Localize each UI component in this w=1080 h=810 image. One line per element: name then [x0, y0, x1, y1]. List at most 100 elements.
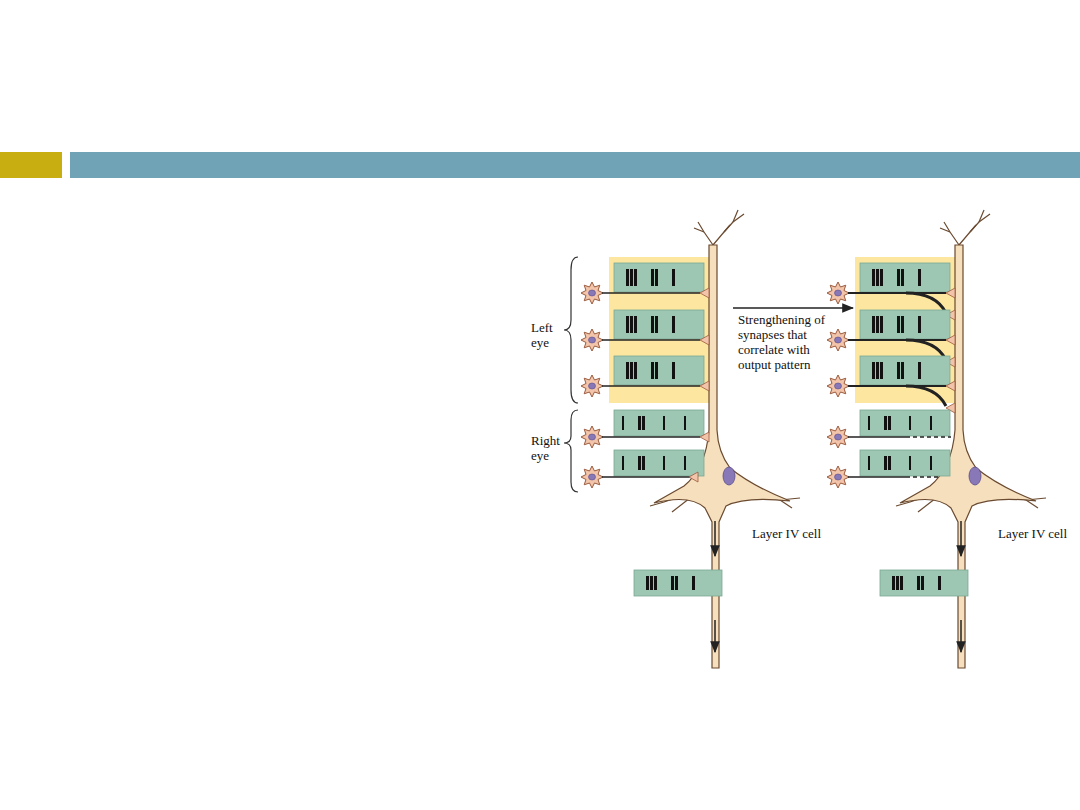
eye-label: Left eye [531, 321, 565, 351]
spike [876, 269, 879, 286]
spike-train-box [634, 570, 722, 596]
spike [921, 576, 924, 590]
input-neuron [827, 282, 849, 304]
spike [897, 316, 900, 333]
transition-arrow [733, 307, 853, 309]
spike [638, 416, 641, 430]
cell-nucleus [723, 467, 735, 485]
axon [602, 339, 700, 340]
spike [938, 576, 941, 590]
spike [901, 269, 904, 286]
spike [651, 316, 654, 333]
spike-train-box [860, 263, 950, 292]
synaptic-terminal [946, 335, 955, 345]
input-neuron [827, 375, 849, 397]
spike [646, 576, 649, 590]
spike [900, 576, 903, 590]
nucleus [589, 337, 596, 343]
spike [880, 316, 883, 333]
dendrite-branch [940, 228, 950, 232]
spike [872, 316, 875, 333]
spike-train-box [614, 410, 704, 436]
spike [692, 576, 695, 590]
spike [876, 316, 879, 333]
synaptic-terminal [700, 335, 709, 345]
left-eye-bracket [564, 257, 578, 403]
axon [848, 385, 946, 387]
spike [684, 416, 686, 430]
synaptic-terminal [700, 432, 709, 442]
spike [663, 456, 665, 470]
cell-label: Layer IV cell [998, 527, 1067, 542]
nucleus [589, 474, 596, 480]
spike [918, 362, 921, 379]
retracted-axon [906, 476, 941, 477]
input-neuron [827, 466, 849, 488]
spike [880, 362, 883, 379]
spike [626, 316, 629, 333]
spike [884, 456, 887, 470]
spike [655, 362, 658, 379]
spike [675, 576, 678, 590]
spike [626, 362, 629, 379]
output-arrow [960, 521, 962, 556]
spike [638, 456, 641, 470]
spike [918, 316, 921, 333]
spike-train-box [860, 356, 950, 385]
dendrite-branch [1026, 500, 1038, 508]
nucleus [835, 434, 842, 440]
synaptic-terminal [700, 288, 709, 298]
spike [909, 456, 911, 470]
nucleus [835, 290, 842, 296]
cell-nucleus [969, 467, 981, 485]
dendrite-branch [694, 228, 704, 232]
spike [630, 269, 633, 286]
spike [663, 416, 665, 430]
spike-train-box [860, 410, 950, 436]
spike [651, 362, 654, 379]
nucleus [589, 383, 596, 389]
spike [930, 456, 932, 470]
panel [581, 210, 800, 668]
spike [872, 362, 875, 379]
right-eye-bracket [564, 410, 578, 492]
output-arrow [960, 620, 962, 652]
spike [626, 269, 629, 286]
spike [672, 316, 675, 333]
axon [602, 436, 700, 437]
dendrite-branch [959, 214, 990, 245]
spike [868, 416, 870, 430]
spike [655, 316, 658, 333]
header-accent [0, 152, 62, 178]
correlated-highlight [855, 257, 955, 403]
spike [634, 316, 637, 333]
dendrite-branch [713, 214, 744, 245]
spike [930, 416, 932, 430]
output-arrow [714, 521, 716, 556]
spike [876, 362, 879, 379]
spike [892, 576, 895, 590]
dendrite-branch [970, 225, 976, 232]
input-neuron [827, 426, 849, 448]
input-neuron [581, 282, 603, 304]
input-neuron [827, 329, 849, 351]
spike [872, 269, 875, 286]
spike [918, 269, 921, 286]
synaptic-terminal [946, 288, 955, 298]
spike [630, 362, 633, 379]
spike [888, 456, 891, 470]
spike-train-box [860, 310, 950, 339]
spike [622, 456, 624, 470]
spike [897, 362, 900, 379]
spike-train-box [860, 450, 950, 476]
spike [909, 416, 911, 430]
axon [848, 476, 906, 477]
spike [655, 269, 658, 286]
spike [642, 416, 645, 430]
panel [827, 210, 1046, 668]
spike-train-box [614, 356, 704, 385]
axon [602, 476, 690, 477]
input-neuron [581, 426, 603, 448]
